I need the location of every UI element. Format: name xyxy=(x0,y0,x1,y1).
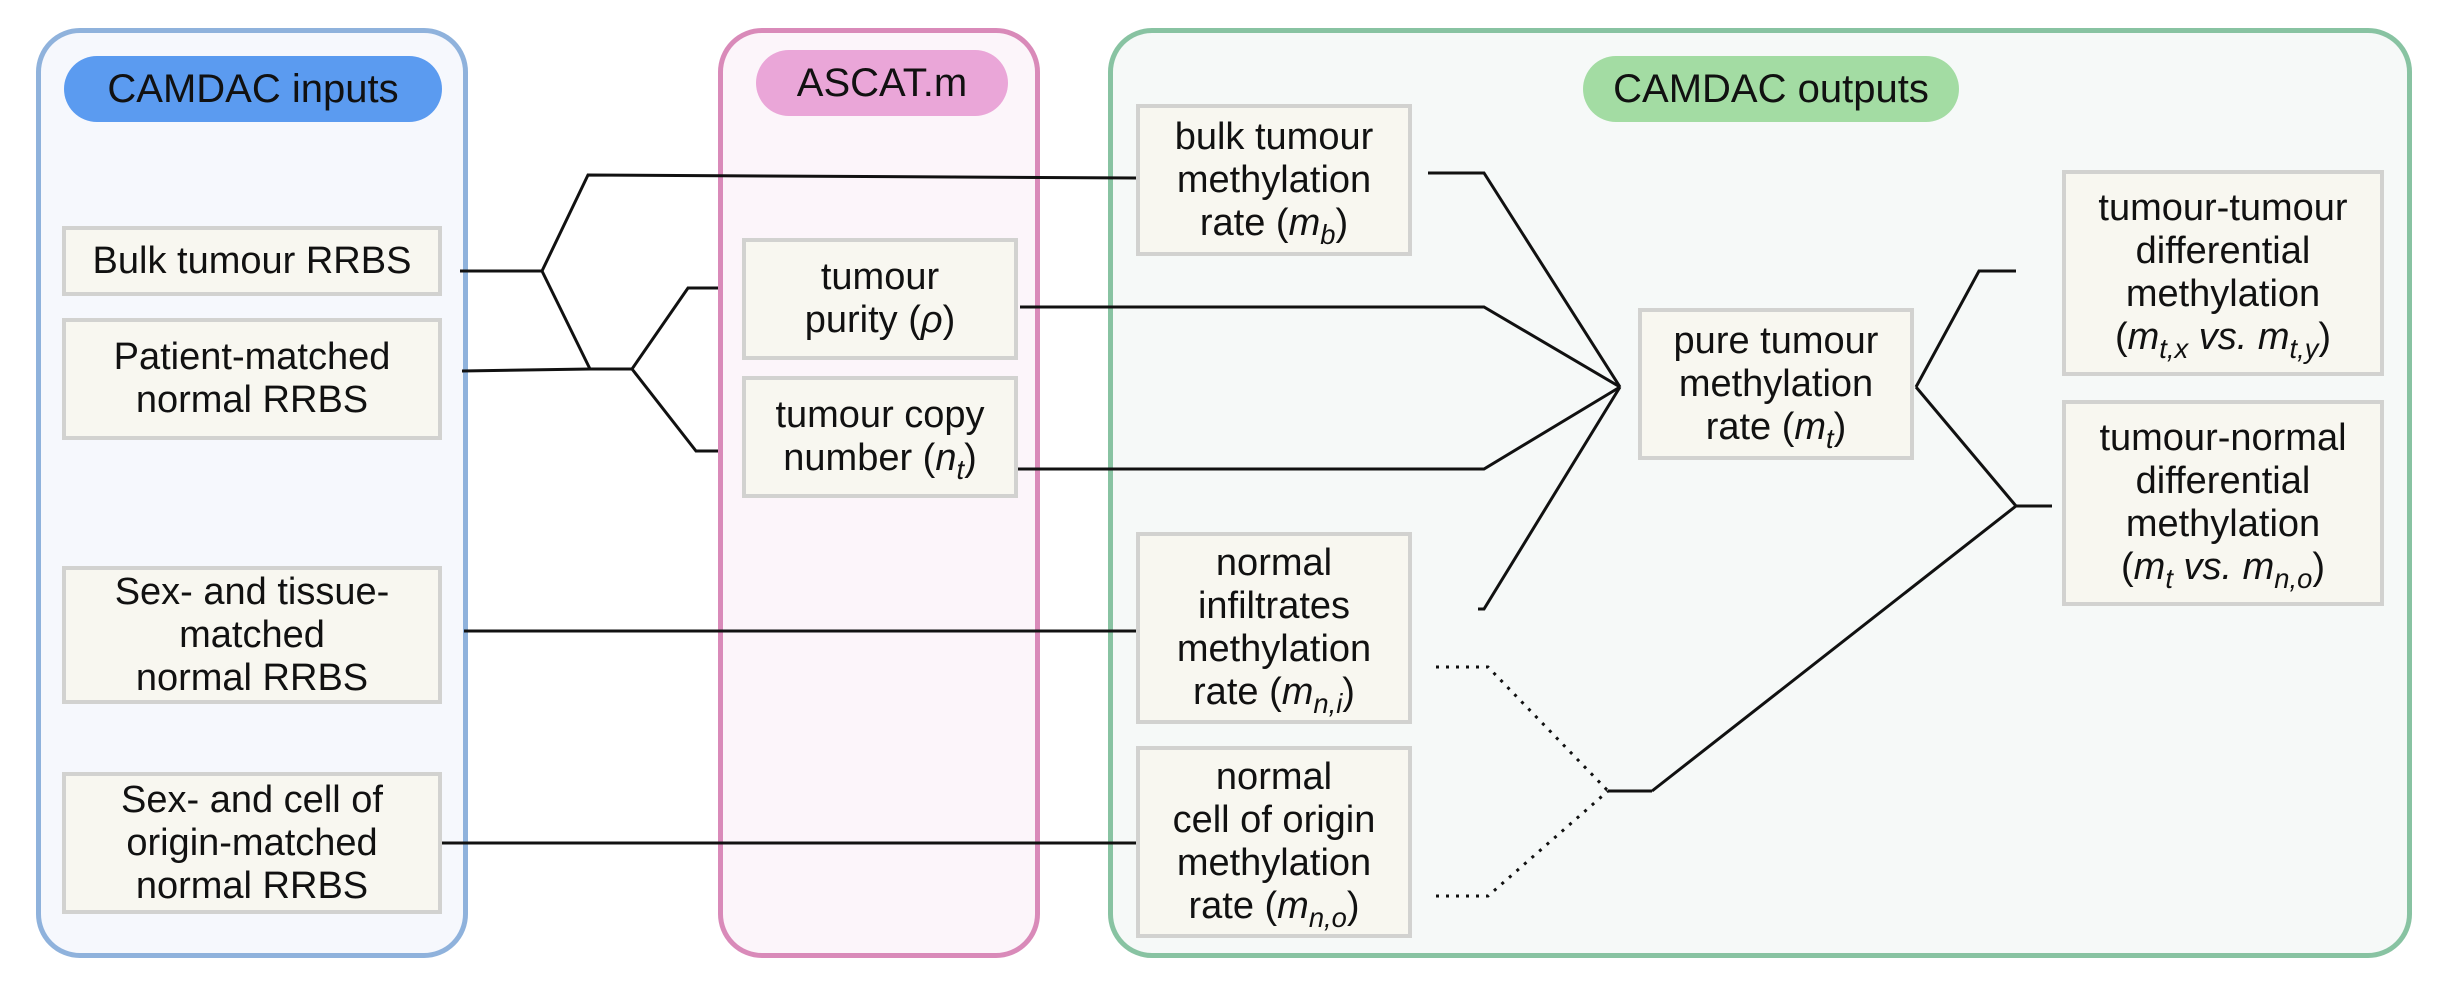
connector-pure-to-tt xyxy=(1914,269,2016,388)
connector-fork-down xyxy=(540,270,592,370)
patient-matched-normal-node: Patient-matched normal RRBS xyxy=(62,318,442,440)
tumour-copy-number-node: tumour copy number (nt) xyxy=(742,376,1018,498)
tissue-matched-normal-node: Sex- and tissue- matched normal RRBS xyxy=(62,566,442,704)
tumour-tumour-differential-node: tumour-tumour differential methylation (… xyxy=(2062,170,2384,376)
inputs-panel-title: CAMDAC inputs xyxy=(64,56,442,122)
connector-bulk-meth-out xyxy=(1428,171,1622,388)
rho-symbol: ρ xyxy=(920,299,943,341)
cell-of-origin-normal-node: Sex- and cell of origin-matched normal R… xyxy=(62,772,442,914)
tumour-normal-differential-node: tumour-normal differential methylation (… xyxy=(2062,400,2384,606)
pure-tumour-methylation-node: pure tumour methylation rate (mt) xyxy=(1638,308,1914,460)
dotted-cell-origin xyxy=(1436,789,1609,898)
connector-copy-number-out xyxy=(996,385,1621,471)
connector-fork-to-bulk-meth xyxy=(540,173,1137,272)
connector-purity-out xyxy=(1020,305,1621,389)
bulk-tumour-rrbs-node: Bulk tumour RRBS xyxy=(62,226,442,296)
tumour-purity-node: tumour purity (ρ) xyxy=(742,238,1018,360)
normal-cell-of-origin-methylation-node: normal cell of origin methylation rate (… xyxy=(1136,746,1412,938)
connector-to-purity xyxy=(630,286,718,370)
connector-infiltrates-out xyxy=(1478,386,1622,611)
connector-patient-normal xyxy=(461,367,632,373)
outputs-panel-title: CAMDAC outputs xyxy=(1583,56,1959,122)
connector-to-copy-number xyxy=(630,368,718,453)
connector-pure-to-tn xyxy=(1914,386,2018,507)
ascat-panel-title: ASCAT.m xyxy=(756,50,1008,116)
normal-infiltrates-methylation-node: normal infiltrates methylation rate (mn,… xyxy=(1136,532,1412,724)
dotted-infiltrates xyxy=(1436,665,1610,793)
connector-to-tn-diff xyxy=(1651,504,2052,793)
bulk-tumour-methylation-node: bulk tumour methylation rate (mb) xyxy=(1136,104,1412,256)
